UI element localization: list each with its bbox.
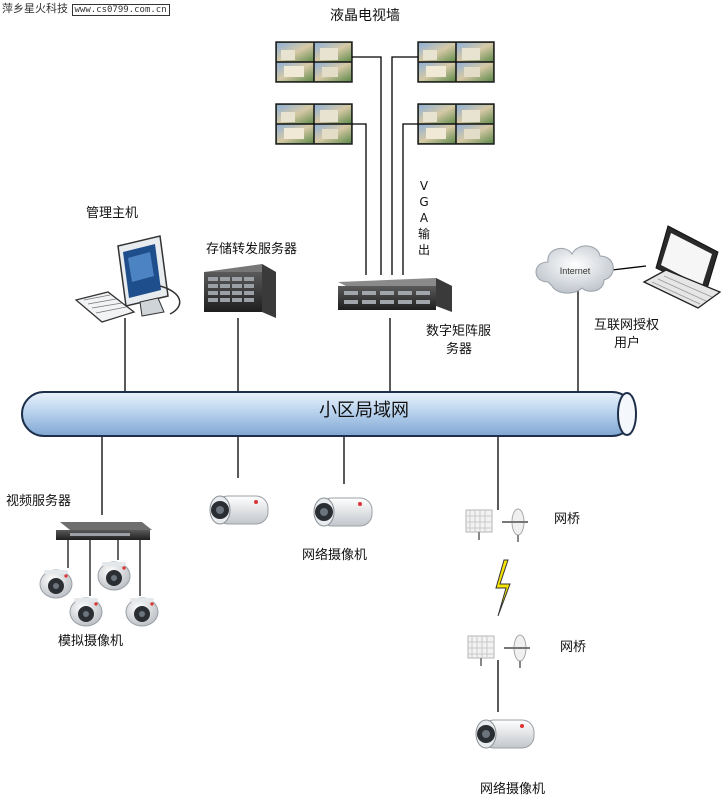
- network-bridge: [465, 508, 529, 543]
- label-network-bridge-1: 网桥: [554, 512, 581, 527]
- dome-camera: [125, 597, 159, 627]
- network-bridge: [467, 634, 531, 669]
- storage-server: [204, 264, 276, 318]
- watermark-brand: 萍乡星火科技: [2, 2, 68, 15]
- label-analog-camera: 模拟摄像机: [58, 634, 124, 649]
- digital-matrix-server: [338, 278, 452, 312]
- vga-char: A: [419, 211, 429, 225]
- internet-cloud: Internet: [535, 245, 614, 294]
- bus-connections: [101, 265, 647, 712]
- vga-char: G: [419, 195, 429, 209]
- internet-user-laptop: [642, 225, 722, 309]
- lcd-video-wall: [275, 41, 495, 145]
- analog-cables: [67, 538, 141, 596]
- label-lcd-wall: 液晶电视墙: [330, 8, 400, 24]
- lcd-panel: [417, 41, 495, 83]
- internet-cloud-label: Internet: [560, 266, 591, 276]
- management-host-computer: [74, 235, 181, 323]
- lcd-panel: [275, 41, 353, 83]
- lcd-panel: [417, 103, 495, 145]
- vga-char: 输: [417, 227, 430, 241]
- label-management-host: 管理主机: [86, 206, 139, 221]
- network-camera: [209, 495, 269, 525]
- dome-camera: [97, 561, 131, 591]
- label-network-camera-2: 网络摄像机: [480, 782, 546, 797]
- vga-output-label: V G A 输 出: [416, 178, 432, 258]
- watermark: 萍乡星火科技 www.cs0799.com.cn: [2, 2, 170, 17]
- vga-char: 出: [417, 243, 430, 257]
- label-network-bridge-2: 网桥: [560, 640, 587, 655]
- watermark-url: www.cs0799.com.cn: [71, 4, 170, 16]
- label-storage-server: 存储转发服务器: [206, 242, 298, 257]
- network-camera: [475, 719, 535, 749]
- lcd-panel: [275, 103, 353, 145]
- network-camera: [313, 497, 373, 527]
- dome-camera: [39, 569, 73, 599]
- vga-cables: [352, 56, 418, 275]
- label-video-server: 视频服务器: [6, 494, 72, 509]
- lan-label: 小区局域网: [319, 400, 409, 421]
- lan-bus: [21, 391, 637, 437]
- label-internet-user-line1: 互联网授权: [594, 318, 660, 333]
- label-matrix-server-line2: 务器: [446, 342, 473, 357]
- label-internet-user-line2: 用户: [614, 336, 641, 351]
- label-matrix-server-line1: 数字矩阵服: [426, 324, 492, 339]
- label-network-camera-1: 网络摄像机: [302, 548, 368, 563]
- wireless-link-icon: [495, 559, 511, 617]
- vga-char: V: [419, 179, 429, 193]
- dome-camera: [69, 597, 103, 627]
- video-server-device: [56, 522, 152, 540]
